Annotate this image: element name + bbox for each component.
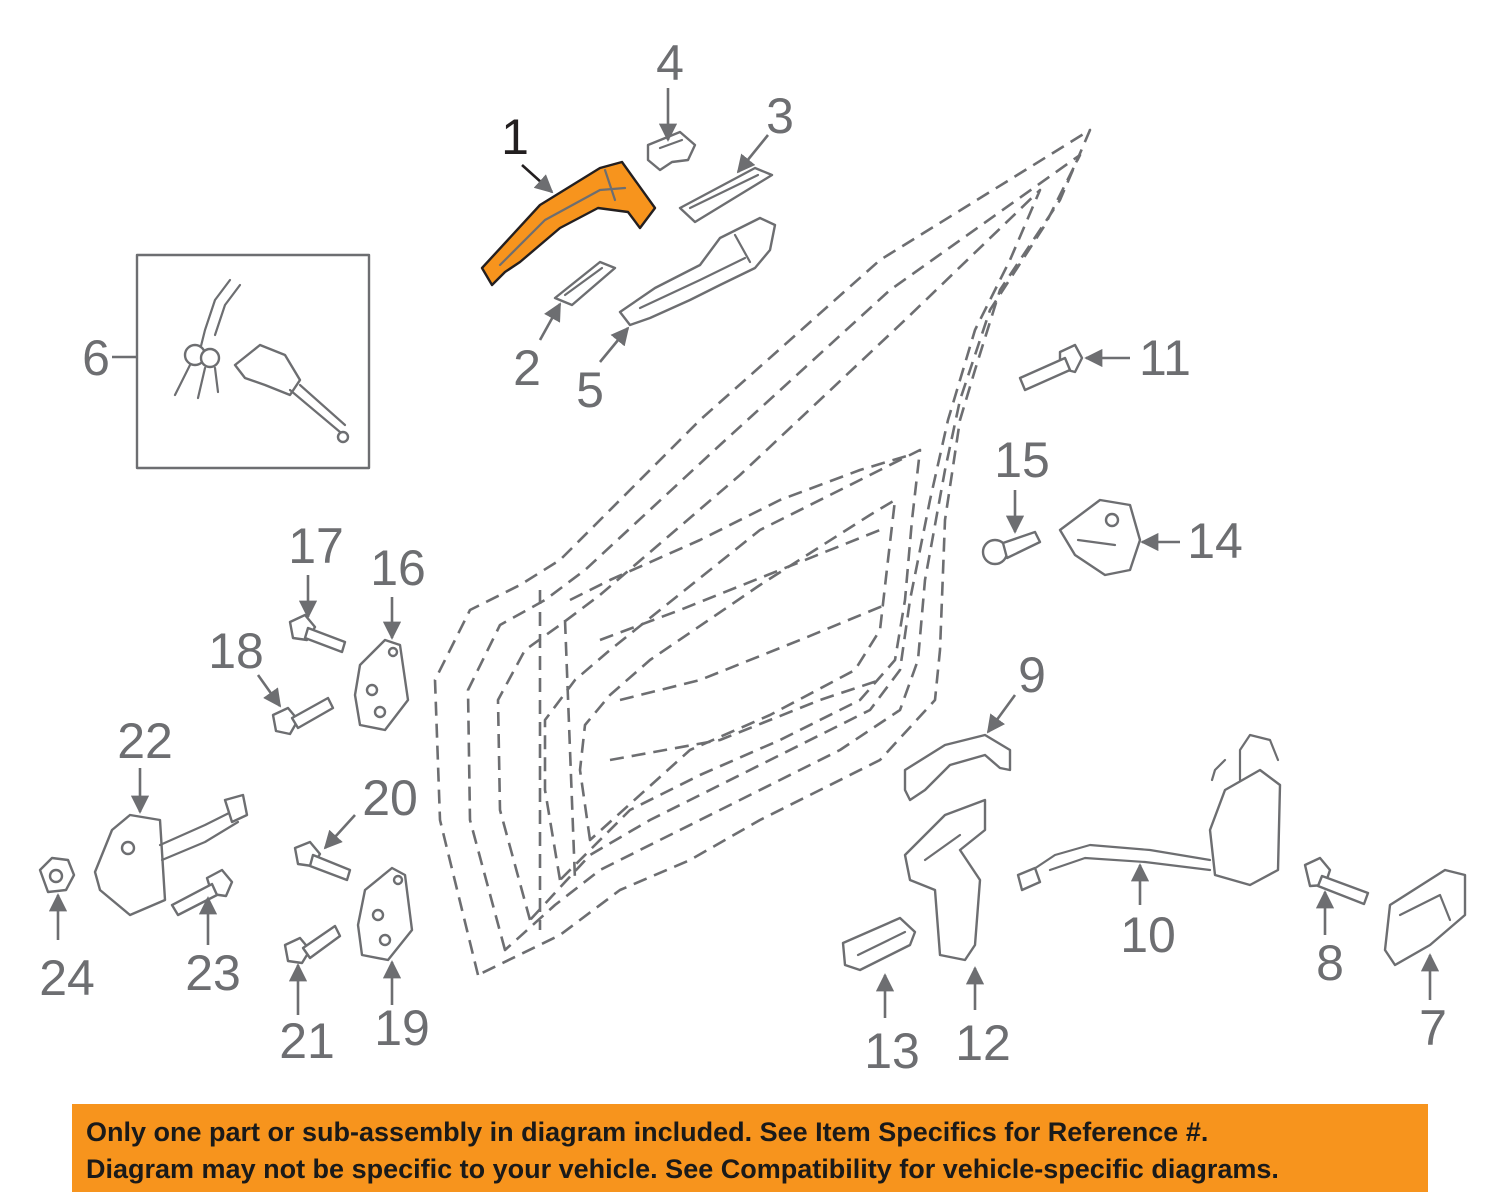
arrow-1 — [521, 164, 554, 194]
callout-11: 11 — [1139, 330, 1191, 386]
callout-7: 7 — [1419, 1000, 1447, 1056]
callout-5: 5 — [576, 362, 604, 418]
callout-20: 20 — [362, 770, 418, 826]
part-2-handle-pad[interactable] — [553, 260, 617, 307]
leader-arrows — [48, 88, 1440, 1018]
callout-17: 17 — [288, 518, 344, 574]
callout-9: 9 — [1018, 647, 1046, 703]
part-22-door-check[interactable] — [93, 793, 249, 917]
callout-3: 3 — [766, 88, 794, 144]
callout-1: 1 — [501, 109, 529, 165]
part-23-bolt[interactable] — [170, 868, 234, 917]
disclaimer-banner: Only one part or sub-assembly in diagram… — [72, 1104, 1428, 1192]
callout-22: 22 — [117, 713, 173, 769]
callout-10: 10 — [1120, 907, 1176, 963]
callout-21: 21 — [279, 1013, 335, 1069]
part-5-handle-frame[interactable] — [618, 216, 777, 327]
part-12-actuator-bracket[interactable] — [903, 798, 987, 962]
part-13-clip[interactable] — [841, 916, 917, 972]
callout-13: 13 — [864, 1023, 920, 1079]
arrow-18 — [256, 674, 282, 708]
callout-2: 2 — [513, 340, 541, 396]
callout-4: 4 — [656, 35, 684, 91]
part-7-inside-handle[interactable] — [1383, 868, 1467, 967]
part-18-bolt[interactable] — [271, 696, 335, 736]
callout-19: 19 — [374, 1000, 430, 1056]
part-17-bolt[interactable] — [288, 613, 347, 654]
door-frame — [433, 128, 1092, 977]
part-15-screw[interactable] — [981, 530, 1042, 566]
part-8-bolt[interactable] — [1303, 856, 1370, 906]
part-21-bolt[interactable] — [283, 924, 342, 965]
part-10-door-latch[interactable] — [1016, 733, 1282, 892]
arrow-9 — [986, 694, 1017, 734]
part-16-upper-hinge[interactable] — [353, 638, 410, 732]
part-14-striker[interactable] — [1058, 498, 1142, 577]
part-9-bracket[interactable] — [903, 733, 1012, 802]
callout-12: 12 — [955, 1015, 1011, 1071]
disclaimer-line-2: Diagram may not be specific to your vehi… — [86, 1154, 1279, 1184]
arrow-3 — [736, 134, 770, 174]
disclaimer-line-1: Only one part or sub-assembly in diagram… — [86, 1117, 1209, 1147]
part-20-bolt[interactable] — [293, 840, 352, 882]
callout-23: 23 — [185, 945, 241, 1001]
arrow-5 — [598, 326, 630, 363]
callout-18: 18 — [208, 623, 264, 679]
arrow-2 — [538, 302, 562, 341]
callout-8: 8 — [1316, 935, 1344, 991]
part-1-outside-door-handle[interactable] — [480, 160, 657, 287]
part-6-lock-cylinder-kit[interactable] — [135, 253, 371, 470]
part-19-lower-hinge[interactable] — [356, 866, 414, 962]
part-4-clip[interactable] — [646, 130, 697, 172]
callout-15: 15 — [994, 432, 1050, 488]
callout-24: 24 — [39, 950, 95, 1006]
callout-14: 14 — [1187, 513, 1243, 569]
arrow-20 — [323, 814, 356, 850]
part-24-nut[interactable] — [38, 856, 76, 894]
part-11-bolt[interactable] — [1018, 343, 1084, 392]
callout-16: 16 — [370, 540, 426, 596]
callout-6: 6 — [82, 330, 110, 386]
part-3-handle-pad[interactable] — [678, 166, 774, 224]
callout-labels: 1 2 3 4 5 6 7 8 9 10 11 12 13 14 15 16 1… — [39, 35, 1447, 1079]
